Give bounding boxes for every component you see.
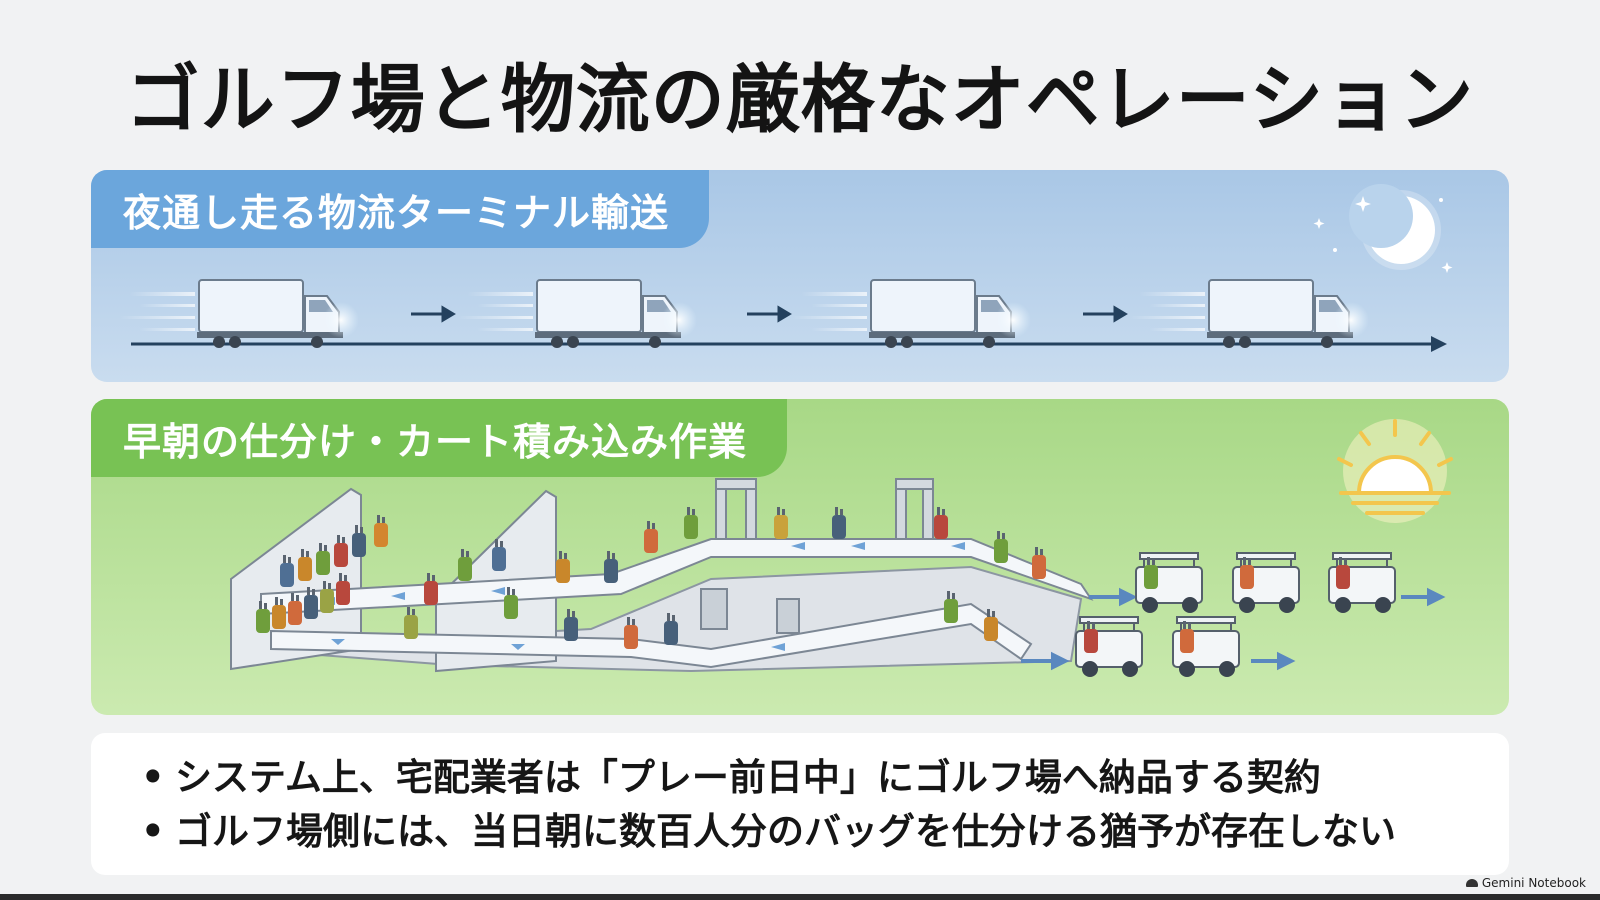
morning-sorting-panel: 早朝の仕分け・カート積み込み作業 bbox=[91, 399, 1509, 715]
sunrise-icon bbox=[1337, 419, 1453, 523]
note-item: システム上、宅配業者は「プレー前日中」にゴルフ場へ納品する契約 bbox=[141, 751, 1509, 805]
notes-list: システム上、宅配業者は「プレー前日中」にゴルフ場へ納品する契約 ゴルフ場側には、… bbox=[91, 733, 1509, 859]
bottom-frame-bar bbox=[0, 894, 1600, 900]
night-illustration bbox=[118, 184, 1453, 352]
notes-box: システム上、宅配業者は「プレー前日中」にゴルフ場へ納品する契約 ゴルフ場側には、… bbox=[91, 733, 1509, 875]
note-item: ゴルフ場側には、当日朝に数百人分のバッグを仕分ける猶予が存在しない bbox=[141, 805, 1509, 859]
morning-section-label: 早朝の仕分け・カート積み込み作業 bbox=[91, 399, 788, 477]
brand-name: Gemini Notebook bbox=[1481, 876, 1586, 890]
night-transport-panel: 夜通し走る物流ターミナル輸送 bbox=[91, 170, 1509, 382]
brand-mark: Gemini Notebook bbox=[1465, 876, 1586, 890]
page-title: ゴルフ場と物流の厳格なオペレーション bbox=[125, 57, 1475, 143]
morning-illustration bbox=[230, 419, 1453, 678]
moon-stars-icon bbox=[1313, 184, 1453, 273]
night-section-label: 夜通し走る物流ターミナル輸送 bbox=[91, 170, 710, 248]
brand-logo-icon bbox=[1465, 879, 1478, 887]
